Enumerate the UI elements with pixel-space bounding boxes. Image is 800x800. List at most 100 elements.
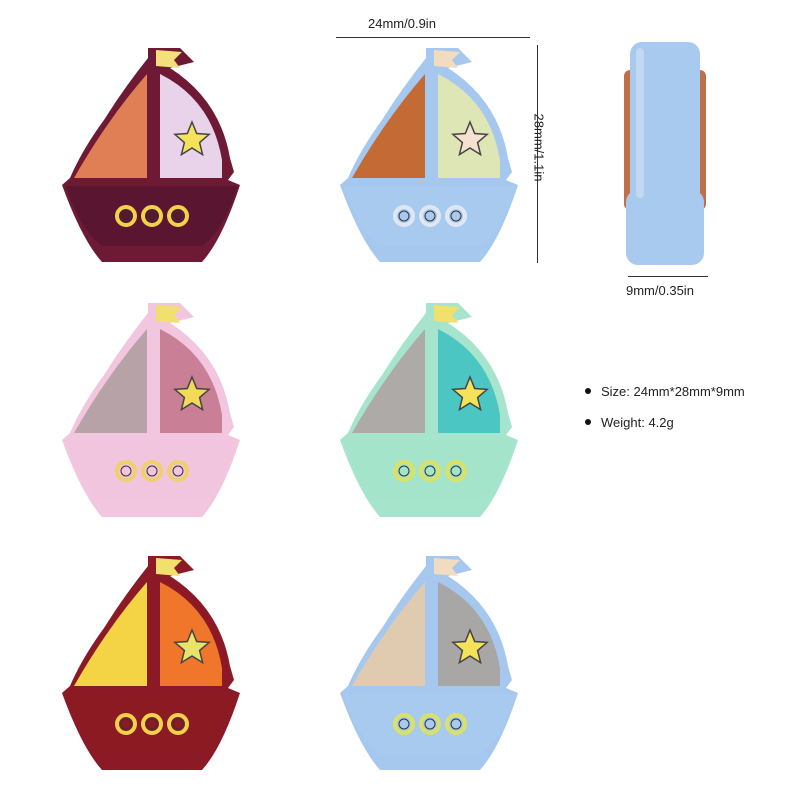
porthole-3	[445, 713, 467, 735]
hull-waves	[374, 501, 486, 507]
width-dimension-line	[336, 37, 530, 38]
boat-svg	[340, 556, 518, 770]
porthole-1	[393, 205, 415, 227]
porthole-3	[445, 205, 467, 227]
hull-waves	[96, 246, 208, 252]
porthole-inner-2	[146, 210, 158, 222]
left-sail	[74, 582, 147, 686]
left-sail	[352, 582, 425, 686]
spec-size: Size: 24mm*28mm*9mm	[585, 380, 745, 402]
side-view-svg	[624, 42, 706, 265]
boat-svg	[340, 48, 518, 262]
star-icon	[451, 628, 489, 665]
bullet-icon	[585, 388, 591, 394]
boat-blue-cream	[330, 40, 530, 270]
boat-mint	[330, 295, 530, 525]
porthole-inner-1	[398, 465, 410, 477]
star-icon	[451, 375, 489, 412]
star-icon	[173, 120, 211, 157]
porthole-2	[141, 205, 163, 227]
flag	[156, 305, 182, 323]
depth-dimension-line	[628, 276, 708, 277]
side-view	[620, 40, 710, 270]
side-view-body-top	[630, 42, 700, 222]
porthole-inner-2	[424, 210, 436, 222]
porthole-3	[167, 460, 189, 482]
porthole-1	[115, 205, 137, 227]
hull	[344, 694, 516, 754]
flag	[434, 305, 460, 323]
porthole-inner-3	[172, 465, 184, 477]
flag	[156, 50, 182, 68]
porthole-inner-1	[398, 718, 410, 730]
spec-size-text: Size: 24mm*28mm*9mm	[601, 383, 745, 399]
spec-list: Size: 24mm*28mm*9mm Weight: 4.2g	[585, 380, 745, 442]
porthole-1	[115, 713, 137, 735]
star-icon	[173, 628, 211, 665]
left-sail	[352, 329, 425, 433]
height-dimension-label: 28mm/1.1in	[531, 113, 547, 182]
porthole-1	[115, 460, 137, 482]
left-sail	[352, 74, 425, 178]
bullet-icon	[585, 419, 591, 425]
porthole-inner-3	[450, 465, 462, 477]
porthole-inner-3	[450, 718, 462, 730]
porthole-2	[419, 205, 441, 227]
porthole-inner-3	[172, 718, 184, 730]
hull-waves	[96, 501, 208, 507]
mast	[428, 307, 433, 437]
flag	[434, 558, 460, 576]
flag	[156, 558, 182, 576]
hull-waves	[374, 754, 486, 760]
hull	[344, 186, 516, 246]
mast	[150, 560, 155, 690]
porthole-inner-1	[120, 465, 132, 477]
mast	[150, 52, 155, 182]
porthole-inner-2	[146, 465, 158, 477]
left-sail	[74, 74, 147, 178]
mast	[428, 560, 433, 690]
porthole-2	[419, 460, 441, 482]
porthole-inner-1	[120, 718, 132, 730]
depth-dimension-label: 9mm/0.35in	[626, 283, 694, 298]
porthole-inner-3	[172, 210, 184, 222]
boat-pink	[52, 295, 252, 525]
porthole-3	[167, 205, 189, 227]
boat-svg	[62, 556, 240, 770]
spec-weight: Weight: 4.2g	[585, 411, 745, 433]
mast	[428, 52, 433, 182]
side-view-body-bottom	[626, 190, 704, 265]
porthole-3	[445, 460, 467, 482]
spec-weight-text: Weight: 4.2g	[601, 414, 674, 430]
porthole-2	[141, 713, 163, 735]
porthole-inner-3	[450, 210, 462, 222]
hull-waves	[96, 754, 208, 760]
boat-maroon	[52, 40, 252, 270]
boat-svg	[340, 303, 518, 517]
porthole-inner-2	[424, 465, 436, 477]
porthole-3	[167, 713, 189, 735]
boat-red-orange	[52, 548, 252, 778]
star-icon	[173, 375, 211, 412]
porthole-inner-1	[398, 210, 410, 222]
width-dimension-label: 24mm/0.9in	[368, 16, 436, 31]
star-icon	[451, 120, 489, 157]
porthole-inner-2	[424, 718, 436, 730]
porthole-1	[393, 713, 415, 735]
porthole-2	[141, 460, 163, 482]
hull	[344, 441, 516, 501]
hull	[66, 694, 238, 754]
hull-waves	[374, 246, 486, 252]
porthole-inner-1	[120, 210, 132, 222]
boat-blue-gray	[330, 548, 530, 778]
boat-svg	[62, 303, 240, 517]
hull	[66, 441, 238, 501]
left-sail	[74, 329, 147, 433]
hull	[66, 186, 238, 246]
porthole-2	[419, 713, 441, 735]
side-view-highlight	[636, 48, 644, 198]
flag	[434, 50, 460, 68]
boat-svg	[62, 48, 240, 262]
height-dimension-line	[537, 45, 538, 263]
